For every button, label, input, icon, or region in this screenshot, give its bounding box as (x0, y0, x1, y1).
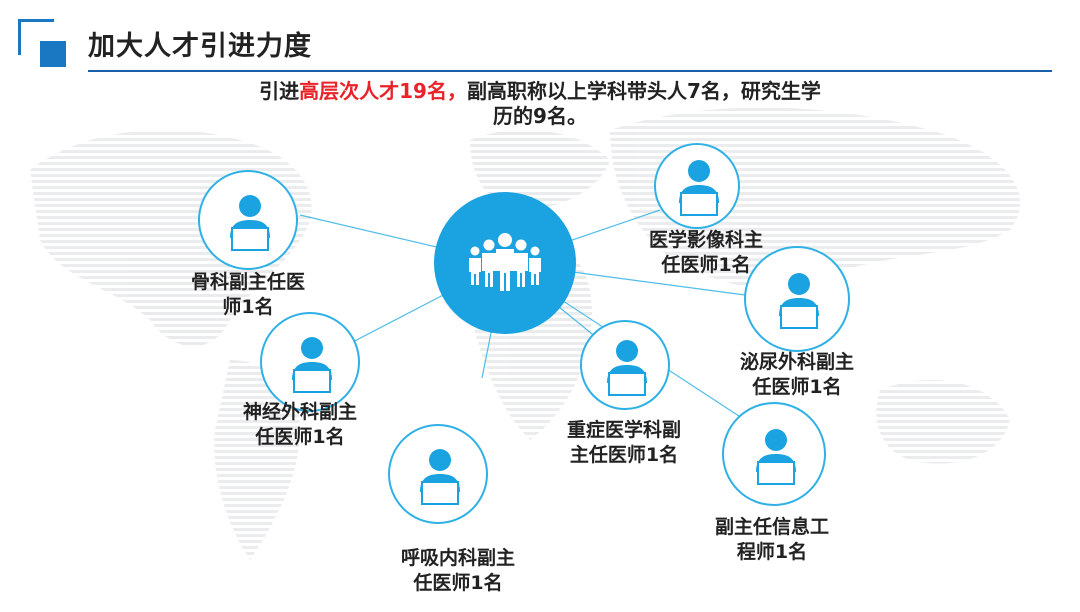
talent-node-urology (744, 246, 850, 352)
talent-node-medical-imaging (654, 143, 740, 229)
doctor-laptop-icon (230, 195, 270, 251)
label-line: 神经外科副主 (242, 401, 357, 423)
talent-node-label: 神经外科副主 任医师1名 (228, 400, 372, 450)
talent-node-label: 呼吸内科副主 任医师1名 (386, 546, 530, 596)
talent-node-label: 泌尿外科副主 任医师1名 (722, 350, 872, 400)
doctor-laptop-icon (292, 337, 332, 393)
label-line: 泌尿外科副主 (739, 351, 854, 373)
headline-highlight: 高层次人才19名， (299, 79, 467, 103)
talent-node-label: 医学影像科主 任医师1名 (634, 228, 778, 278)
label-line: 骨科副主任医 (190, 271, 305, 293)
label-line: 任医师1名 (752, 376, 842, 398)
page-title: 加大人才引进力度 (88, 31, 312, 62)
talent-hub-circle (434, 192, 576, 334)
label-line: 重症医学科副 (566, 419, 681, 441)
talent-node-label: 副主任信息工 程师1名 (700, 515, 844, 565)
headline-line2: 历的9名。 (493, 104, 587, 128)
talent-node-critical-care (580, 320, 670, 410)
header-square-icon (18, 19, 70, 71)
label-line: 任医师1名 (413, 572, 503, 594)
headline: 引进高层次人才19名，副高职称以上学科带头人7名，研究生学 历的9名。 (190, 79, 890, 129)
label-line: 呼吸内科副主 (400, 547, 515, 569)
label-line: 程师1名 (736, 541, 808, 563)
talent-node-label: 重症医学科副 主任医师1名 (552, 418, 696, 468)
doctor-laptop-icon (756, 429, 796, 485)
title-divider (88, 70, 1052, 72)
headline-prefix: 引进 (259, 79, 300, 103)
talent-node-neurosurgery (260, 312, 360, 412)
label-line: 主任医师1名 (569, 444, 679, 466)
talent-node-orthopedics (198, 170, 298, 270)
label-line: 副主任信息工 (714, 516, 829, 538)
doctor-laptop-icon (607, 340, 647, 396)
doctor-laptop-icon (679, 160, 719, 216)
talent-node-label: 骨科副主任医 师1名 (176, 270, 320, 320)
label-line: 医学影像科主 (648, 229, 763, 251)
people-group-icon (469, 233, 541, 291)
label-line: 任医师1名 (255, 426, 345, 448)
doctor-laptop-icon (779, 273, 819, 329)
label-line: 师1名 (222, 296, 274, 318)
headline-suffix: 副高职称以上学科带头人7名，研究生学 (466, 79, 821, 103)
label-line: 任医师1名 (661, 254, 751, 276)
talent-node-respiratory (388, 424, 488, 524)
doctor-laptop-icon (420, 449, 460, 505)
talent-node-it-engineer (722, 402, 826, 506)
